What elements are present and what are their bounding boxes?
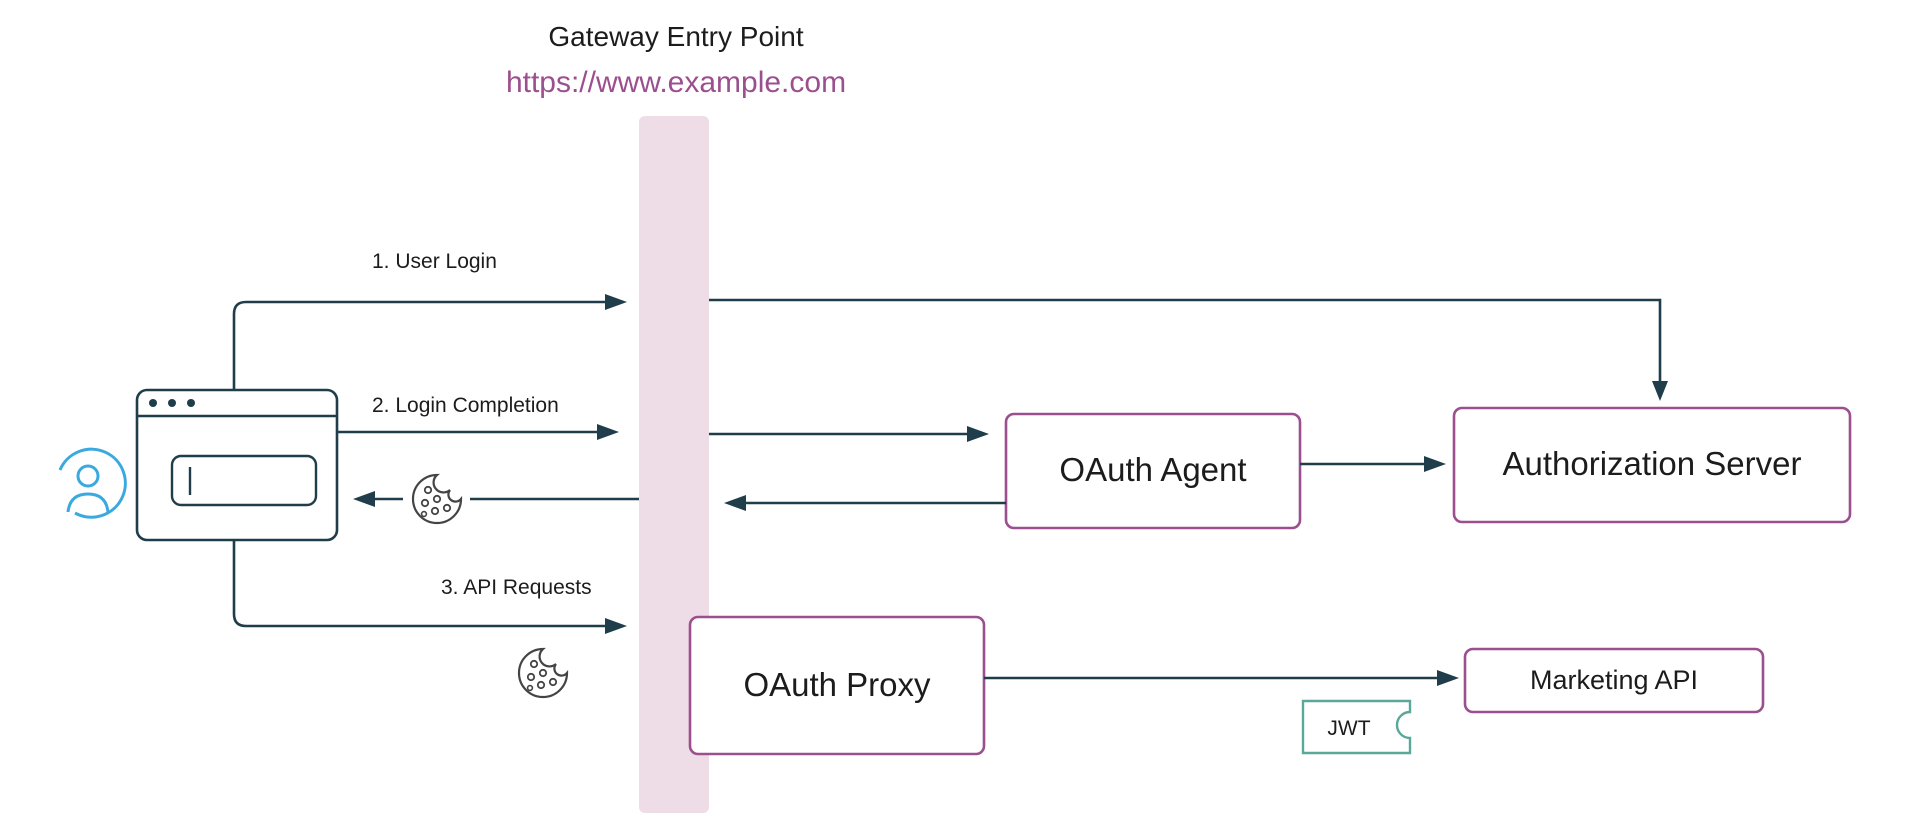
- oauth-agent-box: [1004, 412, 1302, 530]
- login-completion-arrowhead: [597, 424, 619, 440]
- marketing-api-box: [1463, 647, 1765, 714]
- oauth-agent-label: OAuth Agent: [1059, 451, 1246, 488]
- api-requests-arrow: [232, 540, 608, 628]
- gateway-url: https://www.example.com: [506, 66, 846, 99]
- cookie-icon: [411, 473, 463, 525]
- gateway-to-auth-server-arrowhead: [1652, 381, 1668, 401]
- login-completion-label: 2. Login Completion: [372, 394, 559, 417]
- user-login-label: 1. User Login: [372, 250, 497, 273]
- proxy-to-marketing-api-arrowhead: [1437, 670, 1459, 686]
- gateway-to-oauth-agent-arrowhead: [967, 426, 989, 442]
- browser-window-icon: [135, 388, 339, 542]
- cookie-icon: [517, 647, 569, 699]
- oauth-proxy-box: [688, 615, 986, 756]
- gateway-title: Gateway Entry Point: [548, 21, 803, 52]
- user-circle-icon: [58, 447, 127, 519]
- authorization-server-box: [1452, 406, 1852, 524]
- authorization-server-label: Authorization Server: [1503, 445, 1802, 482]
- oauth-agent-to-gateway-arrowhead: [724, 495, 746, 511]
- user-login-arrowhead: [605, 294, 627, 310]
- marketing-api-label: Marketing API: [1530, 665, 1698, 695]
- jwt-label: JWT: [1327, 717, 1370, 740]
- gateway-to-auth-server-line: [709, 298, 1662, 383]
- jwt-ticket-icon: [1301, 699, 1412, 755]
- agent-to-auth-server-arrowhead: [1424, 456, 1446, 472]
- api-requests-arrowhead: [605, 618, 627, 634]
- cookie-to-browser-arrowhead: [353, 491, 375, 507]
- user-login-arrow: [232, 300, 608, 390]
- api-requests-label: 3. API Requests: [441, 576, 592, 599]
- oauth-proxy-label: OAuth Proxy: [743, 666, 931, 703]
